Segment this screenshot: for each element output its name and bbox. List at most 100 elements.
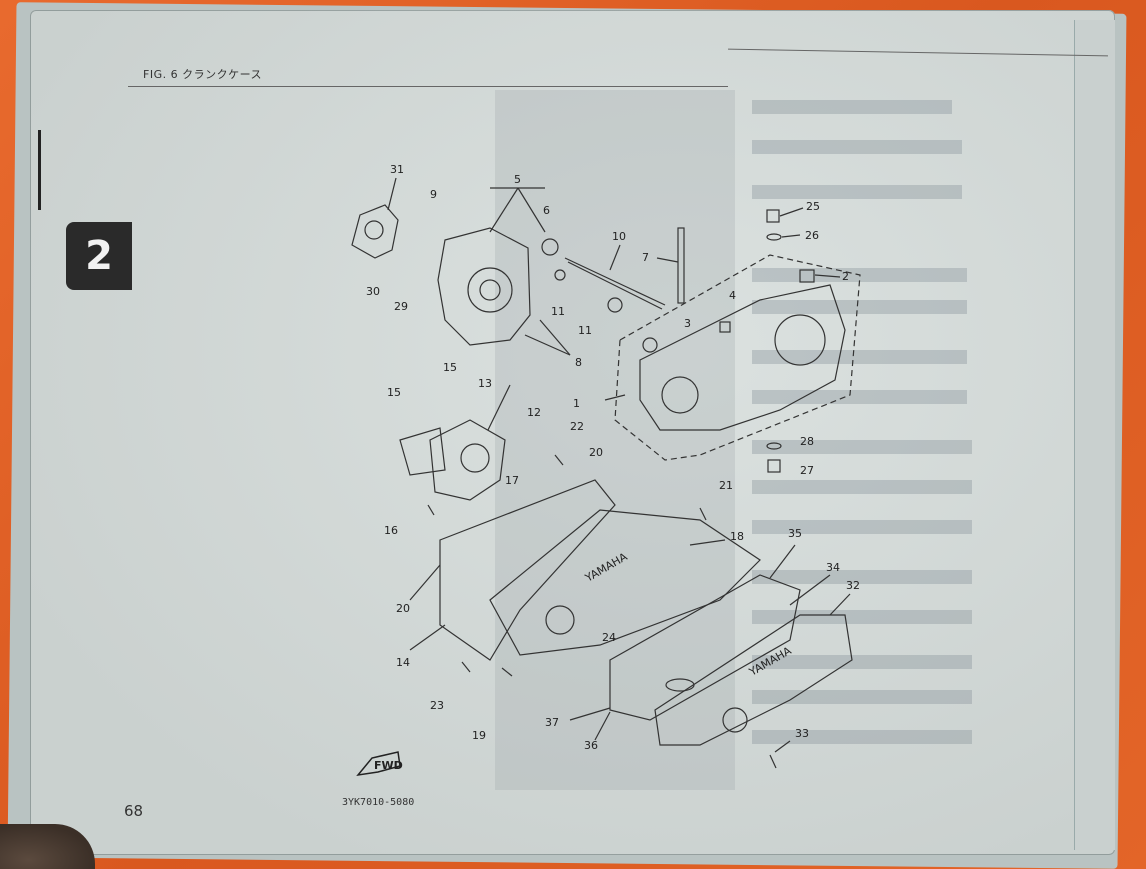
callout-label: 11 [578,324,592,337]
bolt-part [427,504,435,516]
callout-label: 20 [396,602,410,615]
brand-embossing: YAMAHA [582,550,630,585]
page-number: 68 [124,802,144,820]
crankcase-main-bore2 [661,376,699,414]
callout-label: 28 [800,435,814,448]
callout-label: 13 [478,377,492,390]
show-through-row [752,440,972,454]
callout-label: 27 [800,464,814,477]
callout-label: 12 [527,406,541,419]
show-through-row [752,390,967,404]
outer-cover-hole [722,707,748,733]
fwd-arrow-icon: FWD [356,751,403,777]
section-tab: 2 [66,222,132,290]
page-shade [30,10,1115,855]
bolt-part [461,661,471,673]
bolt-part [799,269,815,283]
callout-label: 19 [472,729,486,742]
crankcase-main-part [639,284,846,431]
callout-label: 35 [788,527,802,540]
washer-part [607,297,623,313]
cover-gasket-part [399,427,446,476]
callout-label: 21 [719,479,733,492]
bolt-part [699,507,707,521]
callout-label: 29 [394,300,408,313]
callout-label: 6 [543,204,550,217]
crankcase-bore [467,267,513,313]
crankcase-main-boundary [614,254,861,461]
plug-part [766,209,780,223]
show-through-row [752,185,962,199]
show-through-row [752,655,972,669]
callout-label: 25 [806,200,820,213]
side-cover-hole [460,443,490,473]
fwd-label: FWD [374,759,403,772]
callout-label: 10 [612,230,626,243]
drain-plug-part [767,459,781,473]
oring-part [766,233,782,241]
crankcase-main-bore [774,314,826,366]
manual-page [30,10,1115,855]
outer-cover-part [654,614,853,746]
rod-part [677,227,685,304]
gasket-part [351,204,399,259]
inner-cover-slot [665,678,695,692]
show-through-row [752,730,972,744]
crankcase-bore-inner [479,279,501,301]
callout-label: 23 [430,699,444,712]
callout-label: 2 [842,270,849,283]
next-page-edge [1074,20,1115,850]
callout-label: 15 [387,386,401,399]
callout-label: 22 [570,420,584,433]
callout-label: 1 [573,397,580,410]
callout-label: 20 [589,446,603,459]
inner-cover-part [609,574,801,721]
header-rule [128,86,728,87]
callout-label: 30 [366,285,380,298]
shaft-part-edge [567,261,663,310]
side-cover-part [429,419,506,501]
callout-label: 18 [730,530,744,543]
callout-label: 8 [575,356,582,369]
thumb [0,824,95,869]
callout-label: 3 [684,317,691,330]
figure-title: FIG. 6 クランクケース [143,68,263,81]
callout-label: 36 [584,739,598,752]
callout-label: 16 [384,524,398,537]
callout-label: 37 [545,716,559,729]
show-through-row [752,520,972,534]
callout-label: 33 [795,727,809,740]
show-through-row [752,100,952,114]
show-through-row [752,350,967,364]
callout-label: 4 [729,289,736,302]
callout-label: 5 [514,173,521,186]
callout-label: 7 [642,251,649,264]
bearing-part [541,238,559,256]
gasket-hole [364,220,384,240]
callout-label: 15 [443,361,457,374]
page-edge-mark [38,130,41,210]
drain-washer-part [766,442,782,450]
dowel-part [501,667,513,677]
callout-label: 26 [805,229,819,242]
transmission-cover-part [489,509,761,656]
dowel-part [719,321,731,333]
callout-label: 14 [396,656,410,669]
show-through-row [752,300,967,314]
callout-label: 17 [505,474,519,487]
show-through-row [752,140,962,154]
show-through-row [752,570,972,584]
show-through-row [752,610,972,624]
cover-boss [545,605,575,635]
callout-label: 9 [430,188,437,201]
callout-label: 11 [551,305,565,318]
callout-label: 24 [602,631,616,644]
show-through-row [752,690,972,704]
show-through-table [495,90,735,790]
callout-label: 31 [390,163,404,176]
bolt-part [554,454,564,466]
oil-seal-part [642,337,658,353]
shaft-part [564,257,666,306]
seal-part [554,269,566,281]
